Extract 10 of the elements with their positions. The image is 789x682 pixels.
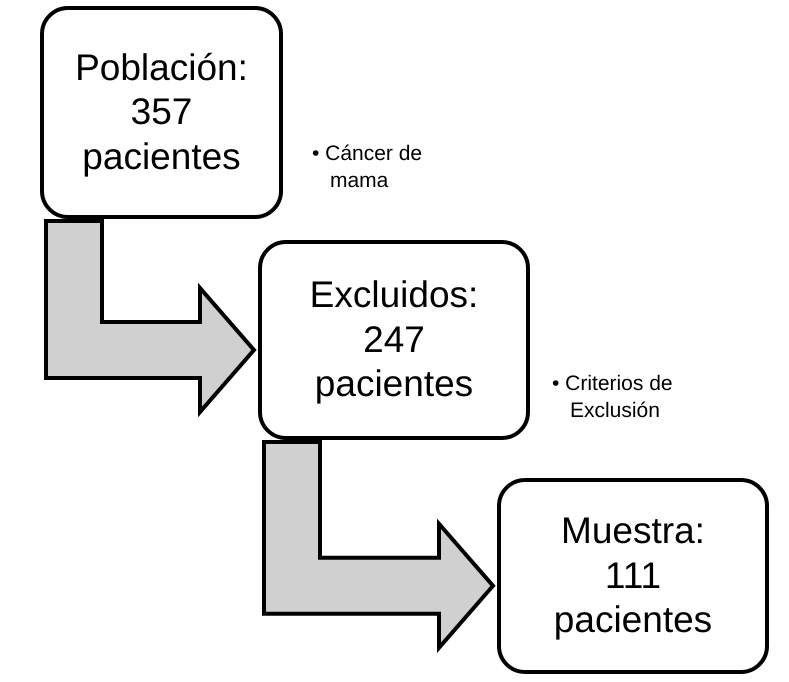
process-box (497, 478, 769, 674)
process-box (258, 240, 530, 440)
box-text: Muestra: 111 pacientes (552, 509, 714, 642)
bent-arrow (262, 440, 496, 654)
box-text: Población: 357 pacientes (74, 46, 249, 179)
box-text: Excluidos: 247 pacientes (308, 273, 480, 406)
bullet-note: • Criterios de Exclusión (552, 371, 674, 424)
bullet-note: • Cáncer de mama (312, 141, 424, 194)
process-box (40, 6, 283, 219)
bent-arrow (44, 219, 257, 418)
